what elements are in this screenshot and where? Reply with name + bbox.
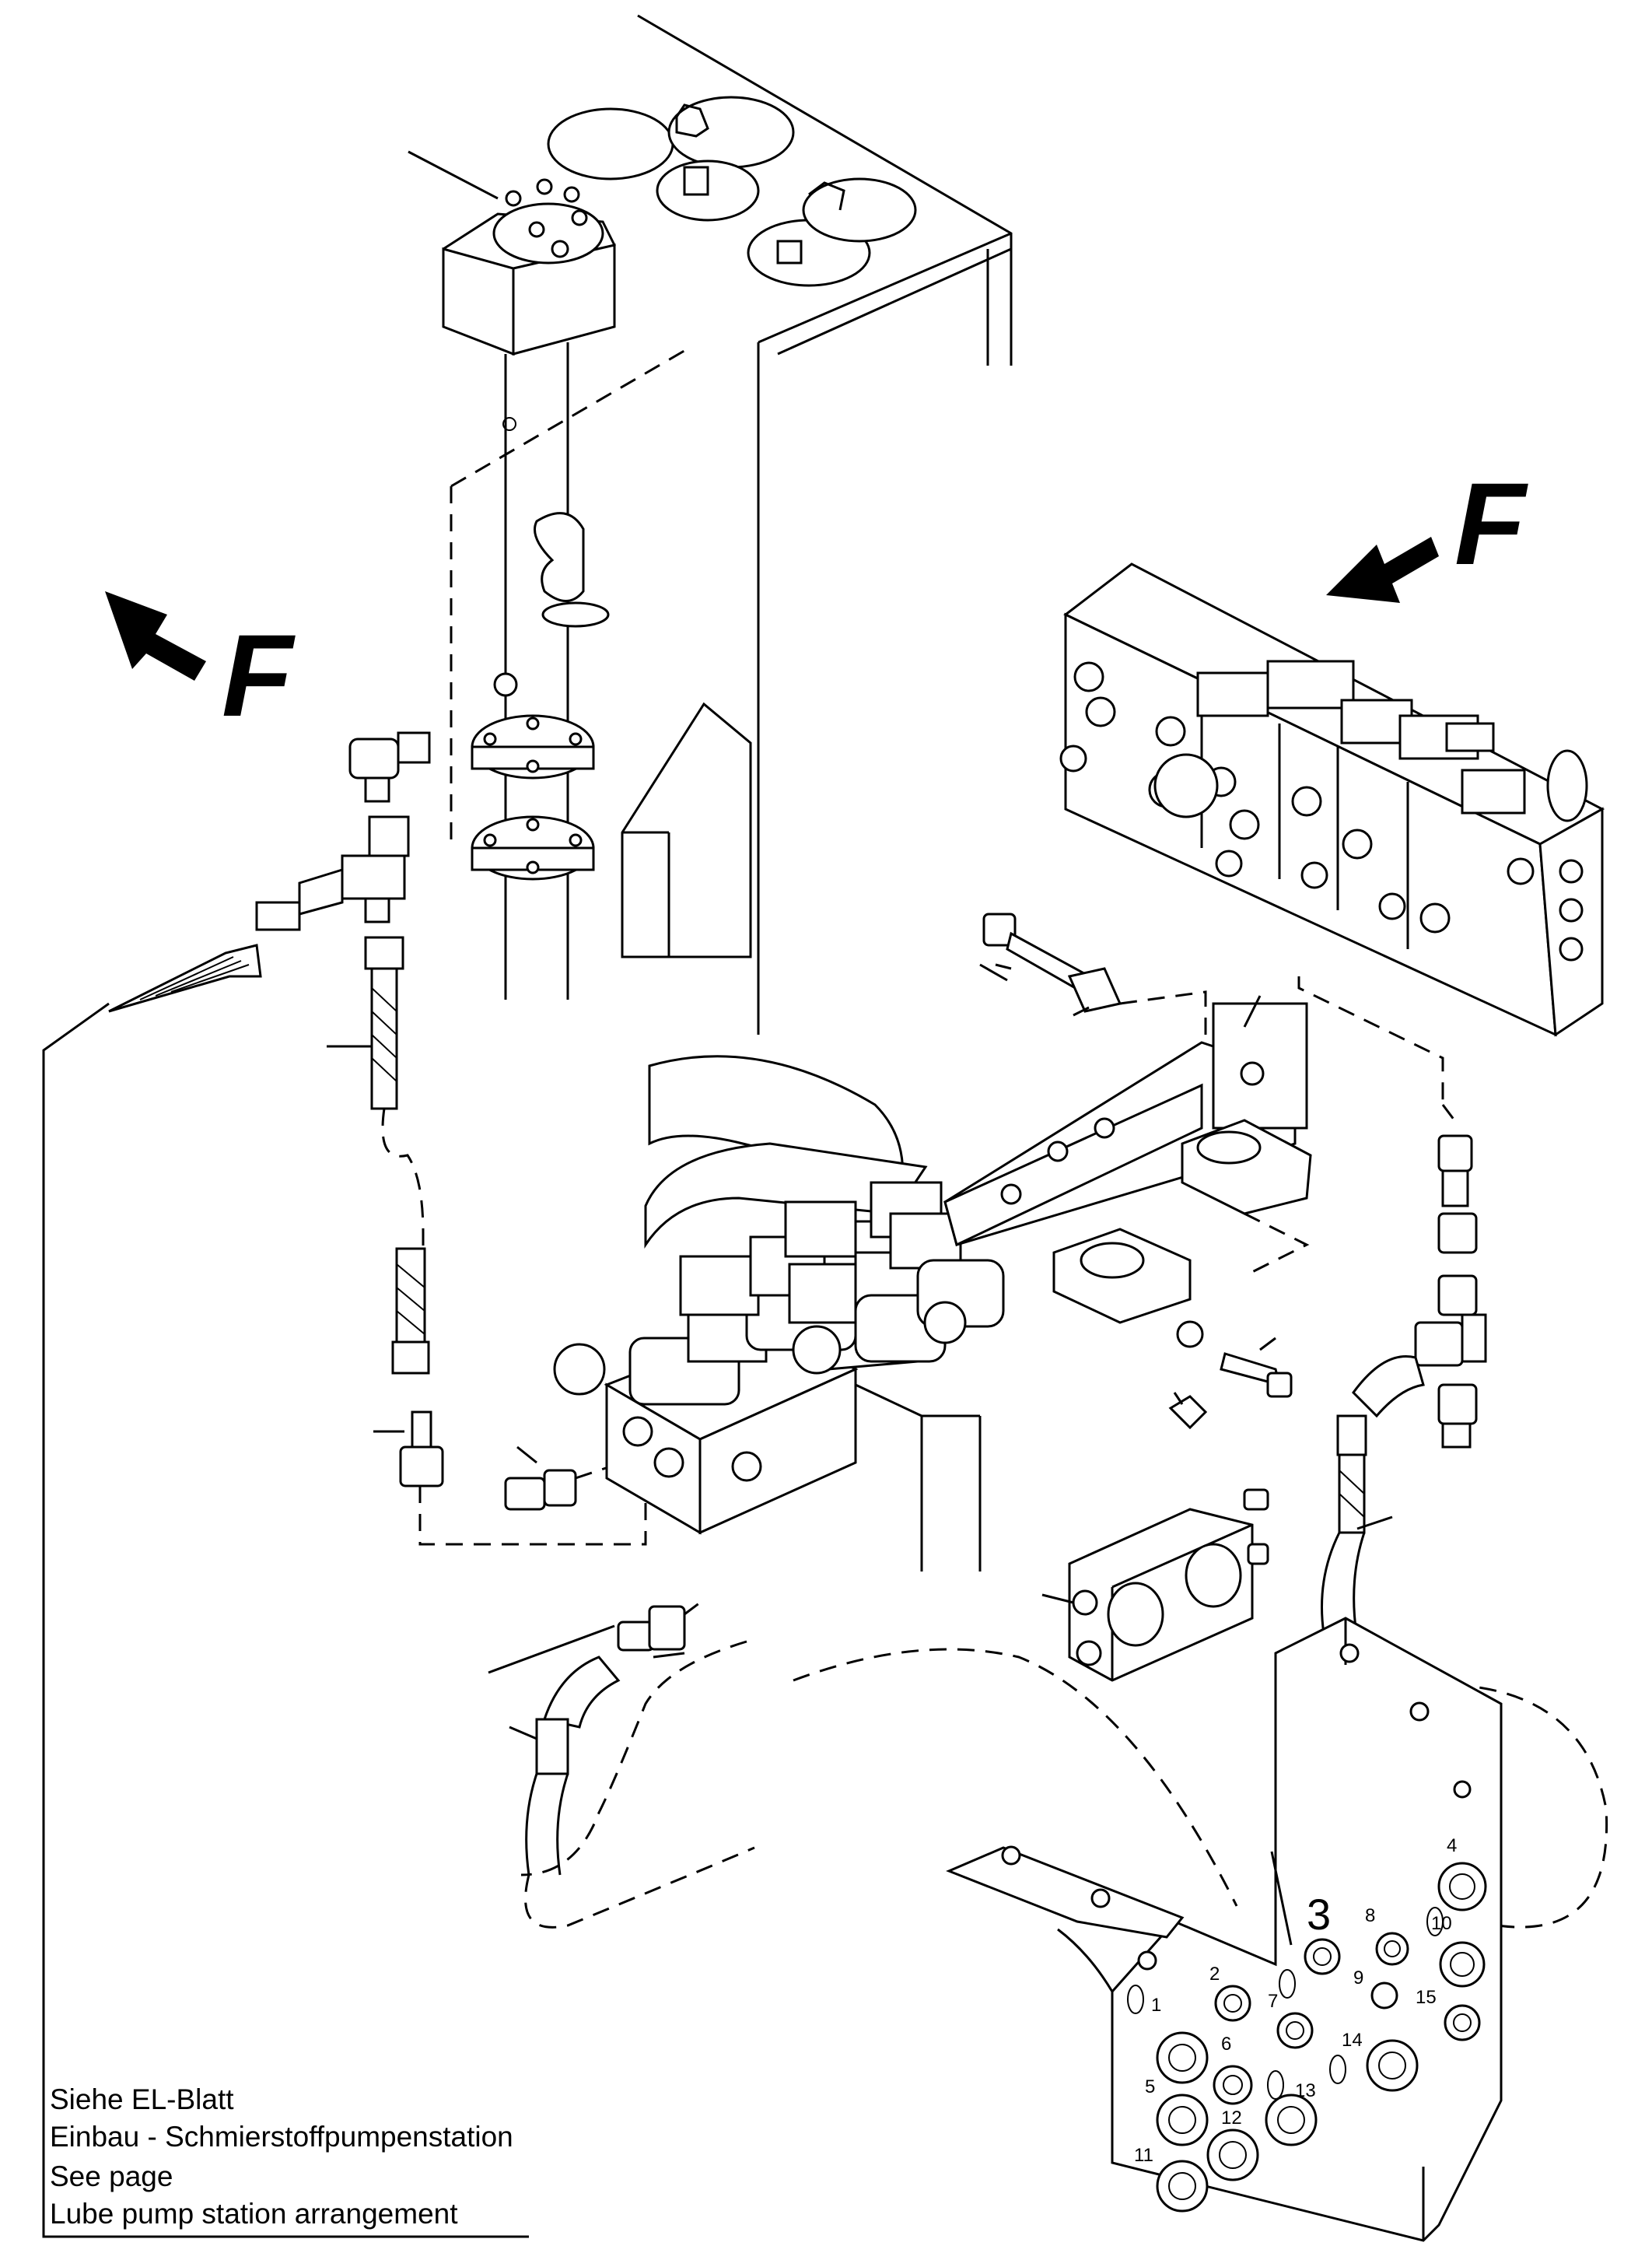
note-line-en-1: See page (50, 2160, 173, 2192)
port-label-12: 12 (1221, 2108, 1242, 2129)
view-arrow-left (105, 591, 206, 681)
upper-right-manifold (1059, 562, 1605, 1037)
note-line-de-1: Siehe EL-Blatt (50, 2083, 234, 2115)
rear-cabinet (621, 702, 752, 958)
port-label-15: 15 (1416, 1987, 1437, 2008)
port-label-10: 10 (1431, 1913, 1452, 1934)
port-label-13: 13 (1295, 2080, 1316, 2101)
port-label-5: 5 (1145, 2076, 1155, 2097)
port-label-2: 2 (1209, 1964, 1220, 1985)
mounting-hardware (943, 913, 1312, 1430)
view-arrow-right (1326, 537, 1439, 603)
suction-cup-2 (667, 96, 795, 169)
port-label-9: 9 (1353, 1967, 1363, 1988)
pump-unit (408, 150, 616, 1000)
lubricant-distributor: 3 1 2 4 5 6 7 8 9 10 11 12 13 14 15 (946, 1617, 1503, 2242)
port-label-7: 7 (1268, 1991, 1278, 2012)
left-connector (373, 1410, 647, 1546)
note-line-de-2: Einbau - Schmierstoffpumpenstation (50, 2121, 513, 2153)
distributor-label-main: 3 (1307, 1890, 1331, 1939)
view-label-left: F (222, 610, 296, 741)
port-label-11: 11 (1134, 2145, 1153, 2166)
right-fitting-column (1321, 1104, 1608, 1929)
port-label-8: 8 (1365, 1905, 1375, 1926)
pipe-clamp (1041, 1488, 1269, 1682)
tank-housing (547, 14, 1013, 1035)
note-leader-line (42, 1002, 529, 2238)
port-label-14: 14 (1342, 2030, 1363, 2051)
distributor-ports (1127, 1862, 1487, 2213)
suction-cup-5 (802, 177, 917, 243)
port-label-4: 4 (1447, 1835, 1457, 1856)
port-label-6: 6 (1221, 2034, 1231, 2055)
lower-left-hose (488, 1601, 1238, 1929)
note-line-en-2: Lube pump station arrangement (50, 2198, 458, 2230)
port-label-1: 1 (1151, 1995, 1161, 2016)
view-label-right: F (1454, 458, 1528, 589)
left-fitting-chain (108, 731, 431, 1375)
suction-cup-1 (547, 107, 674, 180)
leader-manifold (1297, 976, 1444, 1105)
leader-pump-top (450, 345, 693, 488)
center-valve-block (553, 1055, 1005, 1571)
